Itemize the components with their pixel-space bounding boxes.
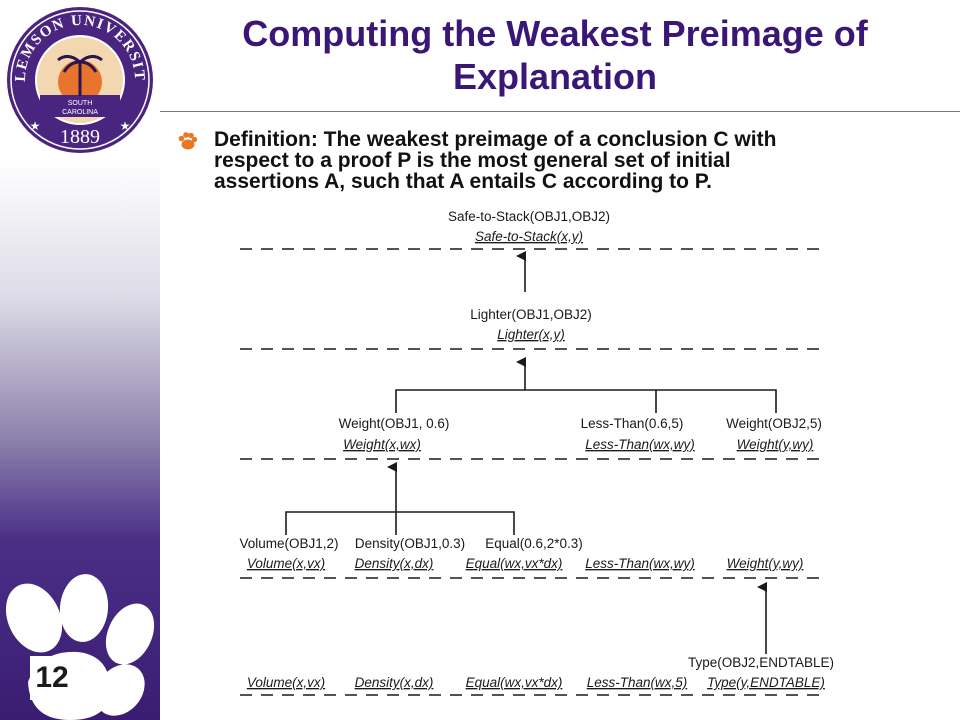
node-equal-generic: Equal(wx,vx*dx) xyxy=(466,556,563,571)
palmetto-icon xyxy=(57,55,103,96)
node-volume-final: Volume(x,vx) xyxy=(247,675,325,690)
node-less-than-level4-generic: Less-Than(wx,wy) xyxy=(585,556,695,571)
definition-line-2: respect to a proof P is the most general… xyxy=(214,149,731,172)
node-equal-final: Equal(wx,vx*dx) xyxy=(466,675,563,690)
node-density-instance: Density(OBJ1,0.3) xyxy=(355,536,465,551)
node-safe-to-stack-generic: Safe-to-Stack(x,y) xyxy=(475,229,583,244)
node-weight-level4-generic: Weight(y,wy) xyxy=(727,556,804,571)
seal-star-icon: ★ xyxy=(30,119,41,133)
definition-line-3: assertions A, such that A entails C acco… xyxy=(214,170,712,193)
title-divider xyxy=(160,111,960,112)
node-weight-obj1-instance: Weight(OBJ1, 0.6) xyxy=(339,416,450,431)
node-volume-instance: Volume(OBJ1,2) xyxy=(239,536,338,551)
node-lighter-generic: Lighter(x,y) xyxy=(497,327,565,342)
clemson-seal-logo: CLEMSON UNIVERSITY SOUTH CAROLINA 1889 ★… xyxy=(0,0,153,153)
node-density-final: Density(x,dx) xyxy=(355,675,434,690)
title-line-2: Explanation xyxy=(452,56,658,97)
node-less-than-final: Less-Than(wx,5) xyxy=(587,675,688,690)
node-less-than-instance: Less-Than(0.6,5) xyxy=(581,416,684,431)
node-density-generic: Density(x,dx) xyxy=(355,556,434,571)
node-type-instance: Type(OBJ2,ENDTABLE) xyxy=(688,655,834,670)
seal-banner-line1: SOUTH xyxy=(68,100,93,107)
node-volume-generic: Volume(x,vx) xyxy=(247,556,325,571)
bracket-level3 xyxy=(395,389,777,413)
node-weight-obj1-generic: Weight(x,wx) xyxy=(343,437,421,452)
seal-banner-line2: CAROLINA xyxy=(62,109,98,116)
bracket-level4 xyxy=(285,511,515,535)
slide-number: 12 xyxy=(30,656,74,700)
seal-year: 1889 xyxy=(60,126,100,148)
seal-banner xyxy=(40,95,120,117)
node-lighter-instance: Lighter(OBJ1,OBJ2) xyxy=(470,307,592,322)
node-type-final: Type(y,ENDTABLE) xyxy=(707,675,825,690)
node-safe-to-stack-instance: Safe-to-Stack(OBJ1,OBJ2) xyxy=(448,209,610,224)
definition-line-1: Definition: The weakest preimage of a co… xyxy=(214,128,777,151)
paw-bullet-icon xyxy=(178,132,198,150)
node-weight-obj2-instance: Weight(OBJ2,5) xyxy=(726,416,822,431)
title-line-1: Computing the Weakest Preimage of xyxy=(242,13,868,54)
definition-text: Definition: The weakest preimage of a co… xyxy=(214,129,944,192)
page-title: Computing the Weakest Preimage of Explan… xyxy=(175,12,935,98)
node-weight-obj2-generic: Weight(y,wy) xyxy=(737,437,814,452)
node-equal-instance: Equal(0.6,2*0.3) xyxy=(485,536,583,551)
seal-star-icon: ★ xyxy=(120,119,131,133)
node-less-than-generic: Less-Than(wx,wy) xyxy=(585,437,695,452)
